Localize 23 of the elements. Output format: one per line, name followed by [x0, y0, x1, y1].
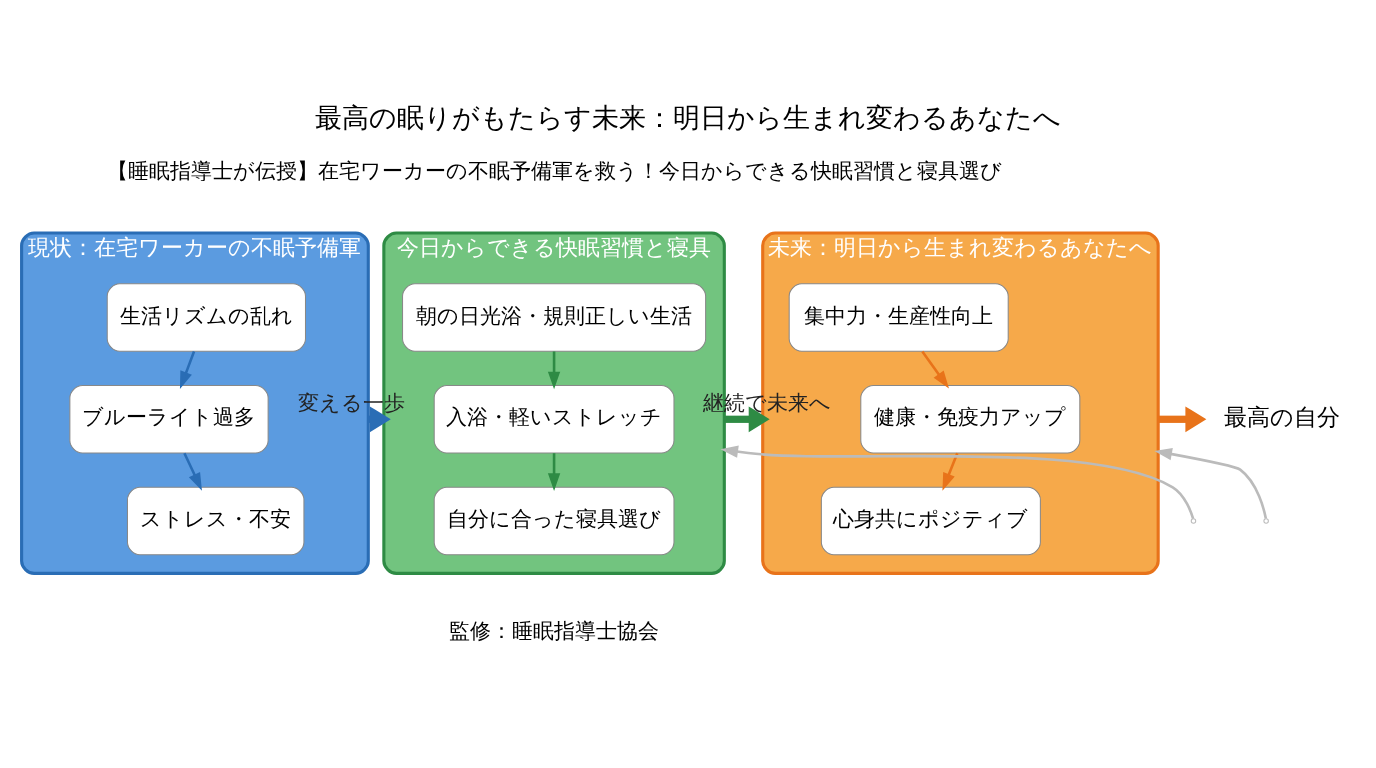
node-box: ストレス・不安: [126, 486, 304, 556]
node-box: 自分に合った寝具選び: [433, 486, 674, 556]
node-box: ブルーライト過多: [68, 385, 269, 454]
arrow: [719, 445, 1194, 520]
arrow: [179, 351, 195, 390]
arrow: [547, 351, 560, 390]
arrow: [1157, 406, 1206, 433]
node-box: 入浴・軽いストレッチ: [433, 385, 674, 454]
arrow: [547, 453, 560, 491]
node-box: 朝の日光浴・規則正しい生活: [401, 283, 706, 352]
label: 監修：睡眠指導士協会: [448, 619, 659, 644]
label: 【睡眠指導士が伝授】在宅ワーカーの不眠予備軍を救う！今日からできる快眠習慣と寝具選び: [106, 159, 1002, 184]
node-text: 最高の自分: [1223, 404, 1340, 431]
node-box: 健康・免疫力アップ: [859, 385, 1080, 454]
arrow: [920, 350, 949, 389]
node-box: 心身共にポジティブ: [820, 486, 1041, 556]
arrow: [182, 452, 202, 491]
arrow: [941, 452, 958, 491]
node-box: 集中力・生産性向上: [788, 283, 1009, 352]
arrow: [1153, 448, 1267, 519]
edge-label: 変える一歩: [297, 390, 405, 415]
node-box: 生活リズムの乱れ: [106, 283, 306, 352]
diagram-title: 最高の眠りがもたらす未来：明日から生まれ変わるあなたへ: [315, 101, 1061, 133]
